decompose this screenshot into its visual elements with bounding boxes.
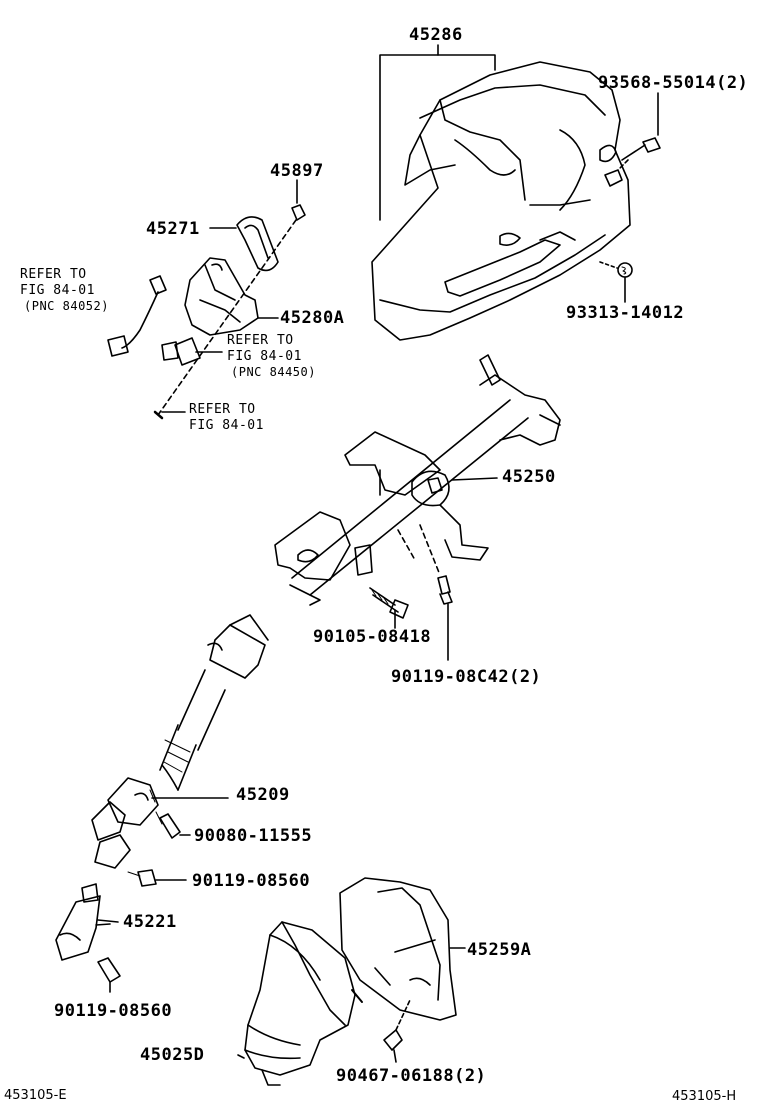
part-number-90119-08560-a: 90119-08560 — [192, 871, 311, 891]
bolt-90119-08C42-shape — [437, 575, 453, 661]
column-cover-shape — [371, 61, 631, 341]
boot-45025D-shape — [237, 921, 363, 1086]
part-number-45209: 45209 — [236, 785, 290, 805]
part-number-45286: 45286 — [409, 25, 463, 45]
bolt-90119-a-shape — [127, 869, 187, 887]
part-number-45025D: 45025D — [140, 1045, 205, 1065]
part-number-45259A: 45259A — [467, 940, 532, 960]
pin-45897-shape — [157, 179, 306, 416]
part-number-45271: 45271 — [146, 219, 200, 239]
cover-bracket-lines — [379, 44, 496, 221]
screw-93568-shape — [621, 92, 661, 161]
yoke-45221-shape — [55, 883, 119, 961]
diagram-code-right: 453105-H — [672, 1089, 737, 1104]
bolt-90119-b-shape — [97, 957, 121, 993]
refer-to-pnc-2: (PNC 84450) — [231, 365, 316, 379]
part-number-90467-06188: 90467-06188(2) — [336, 1066, 487, 1086]
part-number-45250: 45250 — [502, 467, 556, 487]
clip-90467-shape — [383, 999, 411, 1063]
wire-connector-shape — [107, 275, 167, 357]
refer-to-fig-1: FIG 84-01 — [20, 283, 95, 298]
part-number-90119-08560-b: 90119-08560 — [54, 1001, 173, 1021]
lock-housing-45280A-shape — [184, 257, 279, 336]
part-number-45221: 45221 — [123, 912, 177, 932]
part-number-93313-14012: 93313-14012 — [566, 303, 685, 323]
diagram-code-left: 453105-E — [4, 1088, 67, 1103]
refer-to-fig-3: FIG 84-01 — [189, 418, 264, 433]
refer-to-note-3: REFER TO — [189, 402, 256, 417]
refer-to-pnc-1: (PNC 84052) — [24, 299, 109, 313]
refer-to-fig-2: FIG 84-01 — [227, 349, 302, 364]
part-number-90080-11555: 90080-11555 — [194, 826, 313, 846]
steering-column-shape — [159, 354, 561, 791]
refer-to-note-1: REFER TO — [20, 267, 87, 282]
refer-to-note-2: REFER TO — [227, 333, 294, 348]
part-number-90105-08418: 90105-08418 — [313, 627, 432, 647]
joint-45209-shape — [91, 777, 229, 869]
part-number-90119-08C42: 90119-08C42(2) — [391, 667, 542, 687]
part-number-45897: 45897 — [270, 161, 324, 181]
switch-ref2-shape — [161, 337, 223, 366]
part-number-93568-55014: 93568-55014(2) — [598, 73, 749, 93]
bolt-90080-shape — [155, 811, 191, 839]
clamp-45271-shape — [209, 216, 279, 272]
pad-45259A-shape — [339, 877, 466, 1021]
part-number-45280A: 45280A — [280, 308, 345, 328]
bolt-90105-shape — [369, 587, 409, 629]
